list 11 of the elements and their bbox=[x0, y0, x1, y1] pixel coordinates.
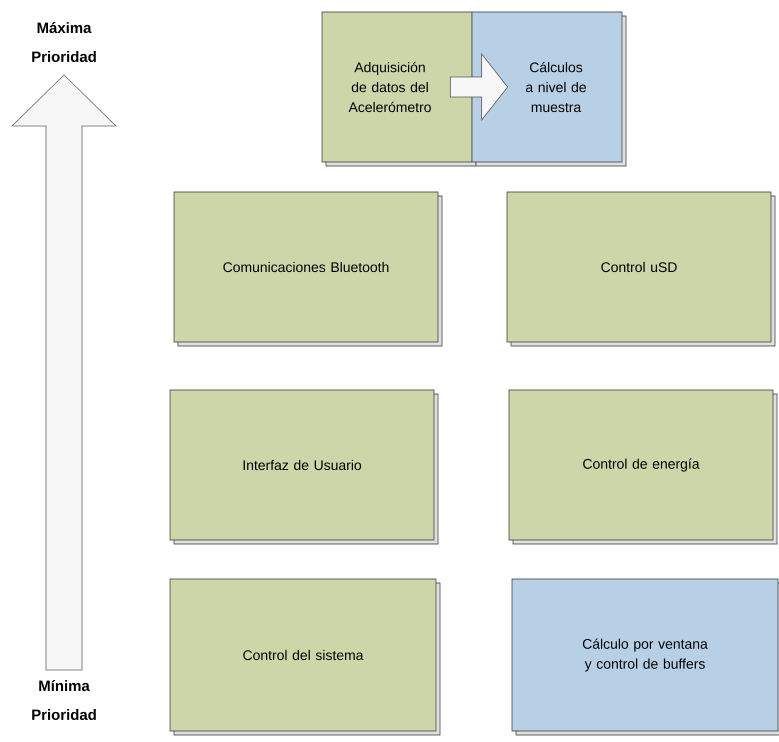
block-arrow bbox=[450, 52, 508, 122]
process-box: Control de energía bbox=[508, 390, 778, 544]
process-box: Comunicaciones Bluetooth bbox=[174, 192, 442, 346]
process-box: Cálculo por ventana y control de buffers bbox=[512, 578, 779, 736]
process-box: Interfaz de Usuario bbox=[170, 390, 438, 544]
priority-label: Máxima Prioridad bbox=[32, 22, 96, 62]
process-box: Adquisición de datos del Acelerómetro bbox=[322, 12, 476, 166]
process-box: Control del sistema bbox=[170, 578, 440, 736]
process-box: Cálculos a nivel de muestra bbox=[472, 12, 626, 166]
process-box: Control uSD bbox=[506, 192, 776, 346]
priority-label: Mínima Prioridad bbox=[32, 680, 96, 720]
